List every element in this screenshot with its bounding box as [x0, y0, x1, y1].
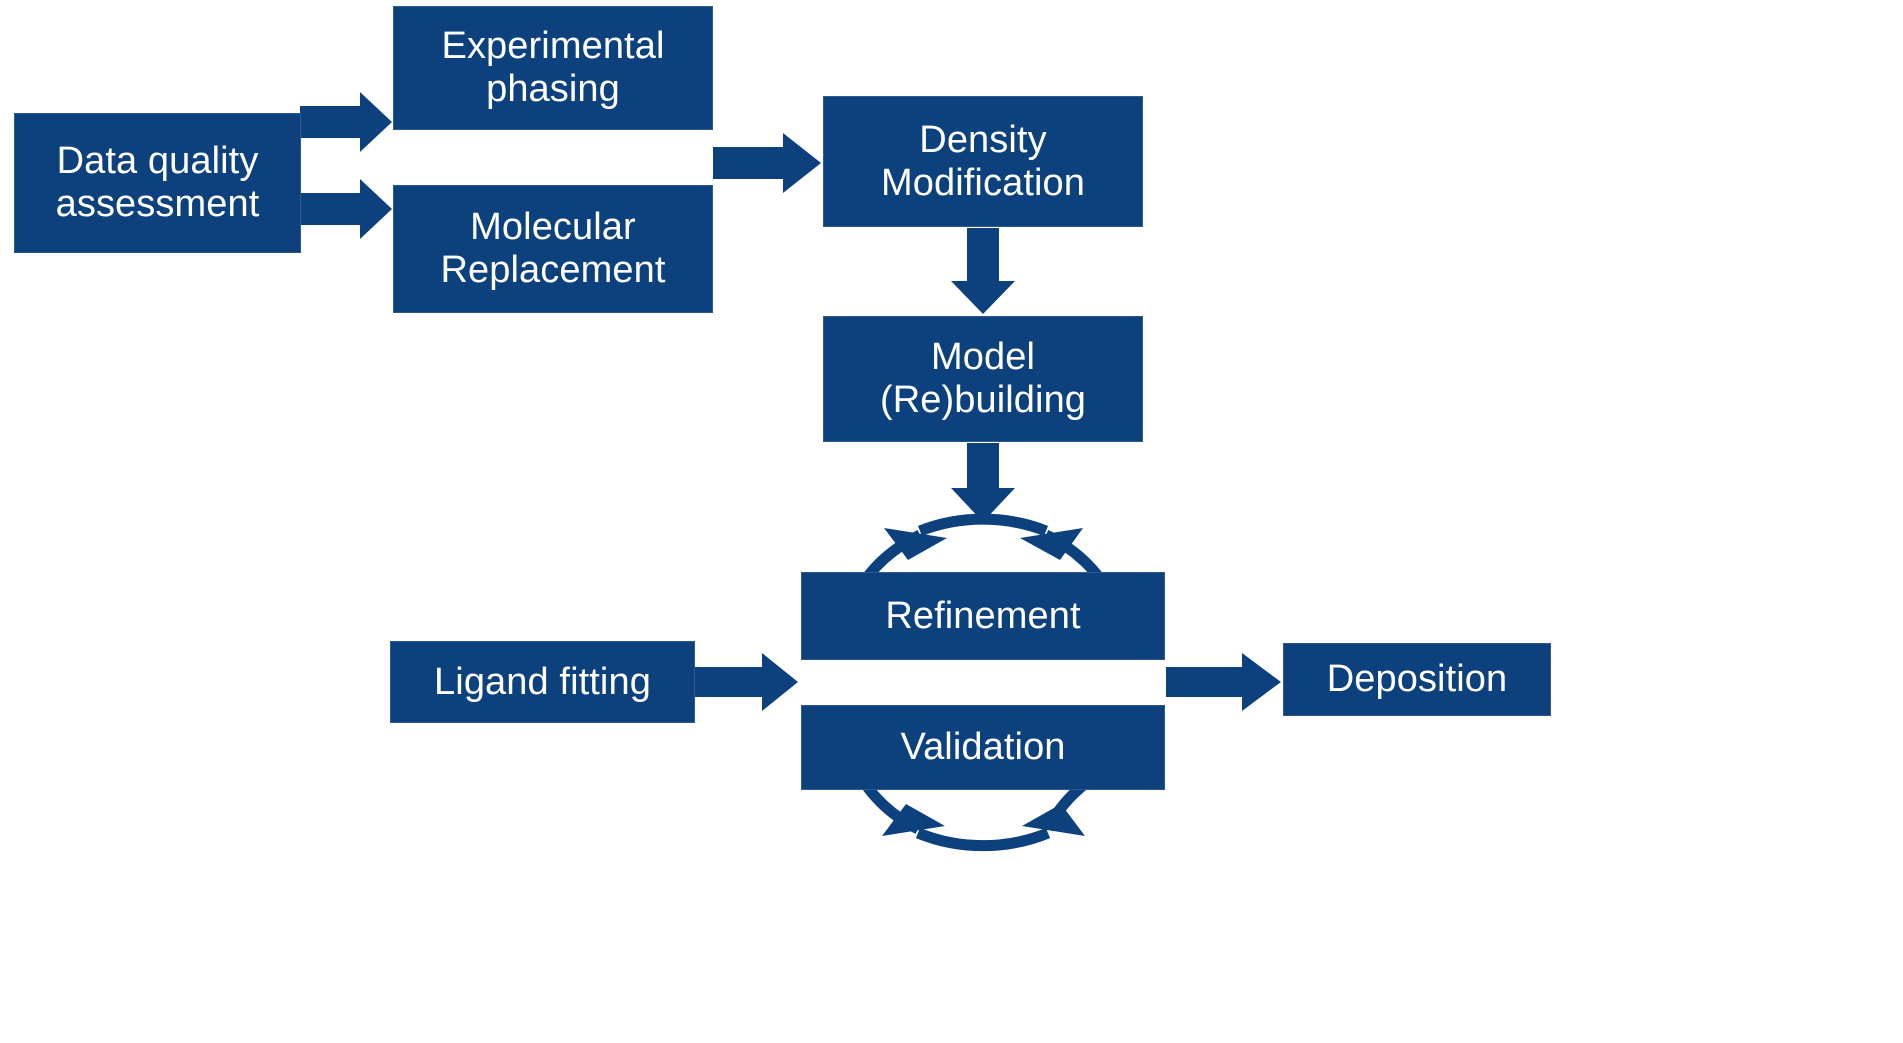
arrow-density-modification-to-model-rebuilding [951, 228, 1015, 314]
loop-arrowhead-top-right [1020, 528, 1083, 560]
node-data-quality-assessment[interactable]: Data quality assessment [14, 113, 301, 253]
node-deposition[interactable]: Deposition [1283, 643, 1551, 716]
arrow-phasing-to-density-modification [713, 133, 821, 193]
node-molecular-replacement[interactable]: Molecular Replacement [393, 185, 713, 313]
node-refinement[interactable]: Refinement [801, 572, 1165, 660]
loop-arrowhead-top-left [884, 528, 947, 560]
arrow-model-rebuilding-to-cycle [951, 443, 1015, 522]
node-density-modification[interactable]: Density Modification [823, 96, 1143, 227]
node-experimental-phasing[interactable]: Experimental phasing [393, 6, 713, 130]
node-model-rebuilding[interactable]: Model (Re)building [823, 316, 1143, 442]
loop-arrowhead-bottom-right [1022, 804, 1085, 836]
node-validation[interactable]: Validation [801, 705, 1165, 790]
loop-arc-top-center [917, 513, 1049, 537]
arrow-dqa-to-molecular-replacement [300, 179, 392, 239]
arrow-cycle-to-deposition [1166, 653, 1281, 711]
arrow-ligand-fitting-to-cycle [695, 653, 798, 711]
loop-arc-bottom-center [915, 827, 1051, 852]
arrow-dqa-to-experimental-phasing [300, 92, 392, 152]
node-ligand-fitting[interactable]: Ligand fitting [390, 641, 695, 723]
loop-arrowhead-bottom-left [882, 804, 945, 836]
